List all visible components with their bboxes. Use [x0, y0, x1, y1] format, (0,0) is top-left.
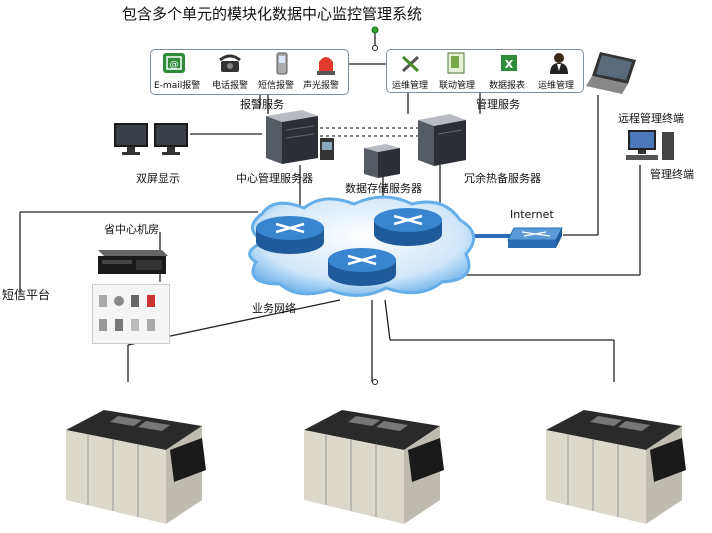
- spreadsheet-icon: X: [501, 55, 517, 71]
- business-network-label: 业务网络: [252, 302, 296, 315]
- email-icon: @: [163, 53, 185, 73]
- diagram-title: 包含多个单元的模块化数据中心监控管理系统: [122, 5, 423, 23]
- router-icon: [328, 248, 396, 286]
- router-icon: [256, 216, 324, 254]
- alarm-light-icon: [317, 57, 335, 75]
- tools-icon: [401, 55, 420, 73]
- linkage-icon: [447, 52, 465, 74]
- mgmt-item-label-ops2: 运维管理: [538, 81, 575, 91]
- operator-person-icon: [550, 53, 568, 74]
- central-server-label: 中心管理服务器: [236, 172, 313, 185]
- storage-server-icon: [364, 144, 400, 178]
- alarm-service-label: 报警服务: [240, 98, 284, 111]
- desktop-terminal-icon: [626, 130, 674, 160]
- rack-server-icon: [98, 250, 168, 274]
- alarm-item-label-phone: 电话报警: [212, 81, 249, 91]
- datacenter-module: [66, 410, 206, 524]
- mgmt-item-label-report: 数据报表: [489, 81, 526, 91]
- alarm-item-label-sms: 短信报警: [258, 81, 295, 91]
- datacenter-module: [546, 410, 686, 524]
- provincial-room-label: 省中心机房: [104, 223, 159, 236]
- storage-server-label: 数据存储服务器: [345, 182, 422, 195]
- laptop-icon: [586, 52, 636, 94]
- internet-label: Internet: [510, 208, 554, 221]
- dual-screen-label: 双屏显示: [136, 172, 180, 185]
- router-icon: [374, 208, 442, 246]
- dual-screen-icon: [114, 123, 188, 155]
- redundant-server-icon: [418, 114, 466, 166]
- remote-terminal-label: 远程管理终端: [618, 112, 684, 125]
- mobile-phone-icon: [276, 52, 288, 75]
- central-server-icon: [266, 110, 334, 164]
- mgmt-item-label-ops: 运维管理: [392, 81, 429, 91]
- mgmt-item-label-linkage: 联动管理: [439, 81, 476, 91]
- svg-text:@: @: [170, 60, 179, 70]
- monitoring-panel: [92, 284, 170, 344]
- mgmt-terminal-label: 管理终端: [650, 168, 694, 181]
- alarm-item-label-email: E-mail报警: [154, 81, 201, 91]
- management-service-label: 管理服务: [476, 98, 520, 111]
- datacenter-module: [304, 410, 444, 524]
- alarm-item-label-light: 声光报警: [303, 81, 340, 91]
- svg-text:X: X: [505, 58, 514, 71]
- telephone-icon: [219, 54, 241, 72]
- sms-platform-label: 短信平台: [2, 288, 51, 302]
- switch-icon: [507, 227, 563, 248]
- redundant-server-label: 冗余热备服务器: [464, 172, 541, 185]
